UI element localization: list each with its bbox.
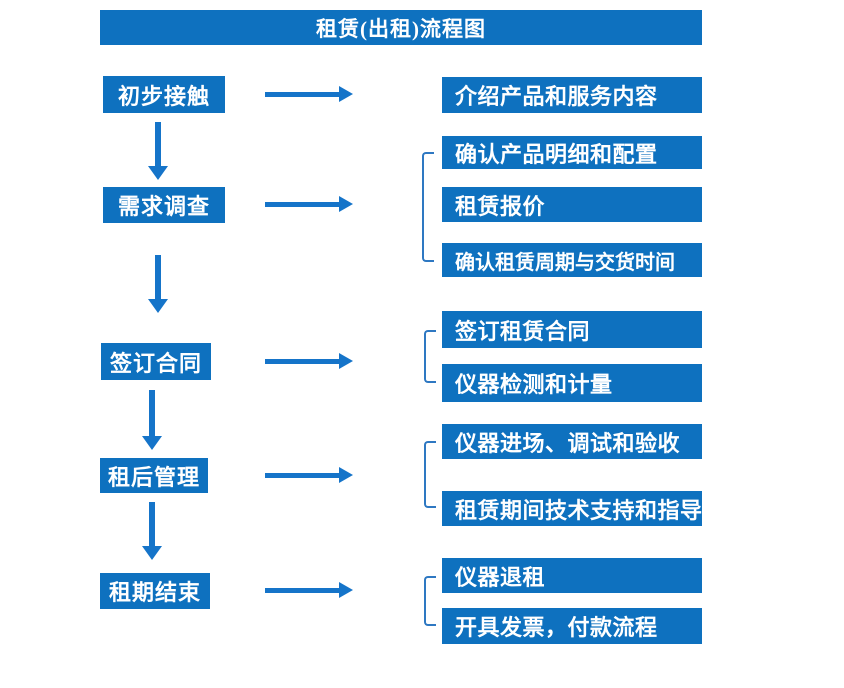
group-bracket-icon <box>422 152 434 262</box>
arrow-down-icon <box>148 255 168 313</box>
step-box-sign-contract: 签订合同 <box>101 343 211 380</box>
step-box-rental-end: 租期结束 <box>100 573 210 609</box>
detail-label: 租赁报价 <box>455 193 546 219</box>
step-box-demand-survey: 需求调查 <box>103 187 225 223</box>
detail-label: 确认租赁周期与交货时间 <box>455 251 675 274</box>
detail-box: 签订租赁合同 <box>442 311 702 348</box>
arrow-right-icon <box>265 86 353 102</box>
arrow-down-icon <box>148 122 168 180</box>
detail-box: 介绍产品和服务内容 <box>442 77 702 113</box>
step-label: 租后管理 <box>107 464 200 490</box>
page-title: 租赁(出租)流程图 <box>316 16 486 41</box>
detail-box: 仪器检测和计量 <box>442 364 702 402</box>
detail-label: 确认产品明细和配置 <box>455 141 658 167</box>
detail-label: 开具发票，付款流程 <box>455 615 658 640</box>
step-label: 签订合同 <box>109 350 202 376</box>
detail-box: 仪器进场、调试和验收 <box>442 424 702 459</box>
detail-label: 介绍产品和服务内容 <box>455 84 658 109</box>
arrow-right-icon <box>265 353 353 369</box>
detail-box: 租赁报价 <box>442 187 702 222</box>
group-bracket-icon <box>424 441 436 508</box>
detail-label: 仪器退租 <box>455 564 546 590</box>
arrow-right-icon <box>265 582 353 598</box>
step-label: 需求调查 <box>117 194 210 219</box>
step-label: 初步接触 <box>117 83 210 109</box>
title-bar: 租赁(出租)流程图 <box>100 10 702 45</box>
detail-box: 确认租赁周期与交货时间 <box>442 243 702 277</box>
group-bracket-icon <box>424 576 436 626</box>
arrow-down-icon <box>142 502 162 560</box>
step-box-post-rental-management: 租后管理 <box>100 458 208 493</box>
arrow-down-icon <box>142 390 162 450</box>
detail-box: 仪器退租 <box>442 558 702 593</box>
detail-box: 租赁期间技术支持和指导 <box>442 491 702 526</box>
group-bracket-icon <box>424 330 436 383</box>
detail-label: 租赁期间技术支持和指导 <box>455 497 703 523</box>
arrow-right-icon <box>265 196 353 212</box>
detail-box: 开具发票，付款流程 <box>442 608 702 644</box>
arrow-right-icon <box>265 467 353 483</box>
step-box-initial-contact: 初步接触 <box>103 76 225 113</box>
detail-label: 仪器检测和计量 <box>455 372 613 397</box>
detail-box: 确认产品明细和配置 <box>442 136 702 169</box>
detail-label: 仪器进场、调试和验收 <box>455 430 681 456</box>
detail-label: 签订租赁合同 <box>455 318 591 344</box>
step-label: 租期结束 <box>108 580 201 605</box>
